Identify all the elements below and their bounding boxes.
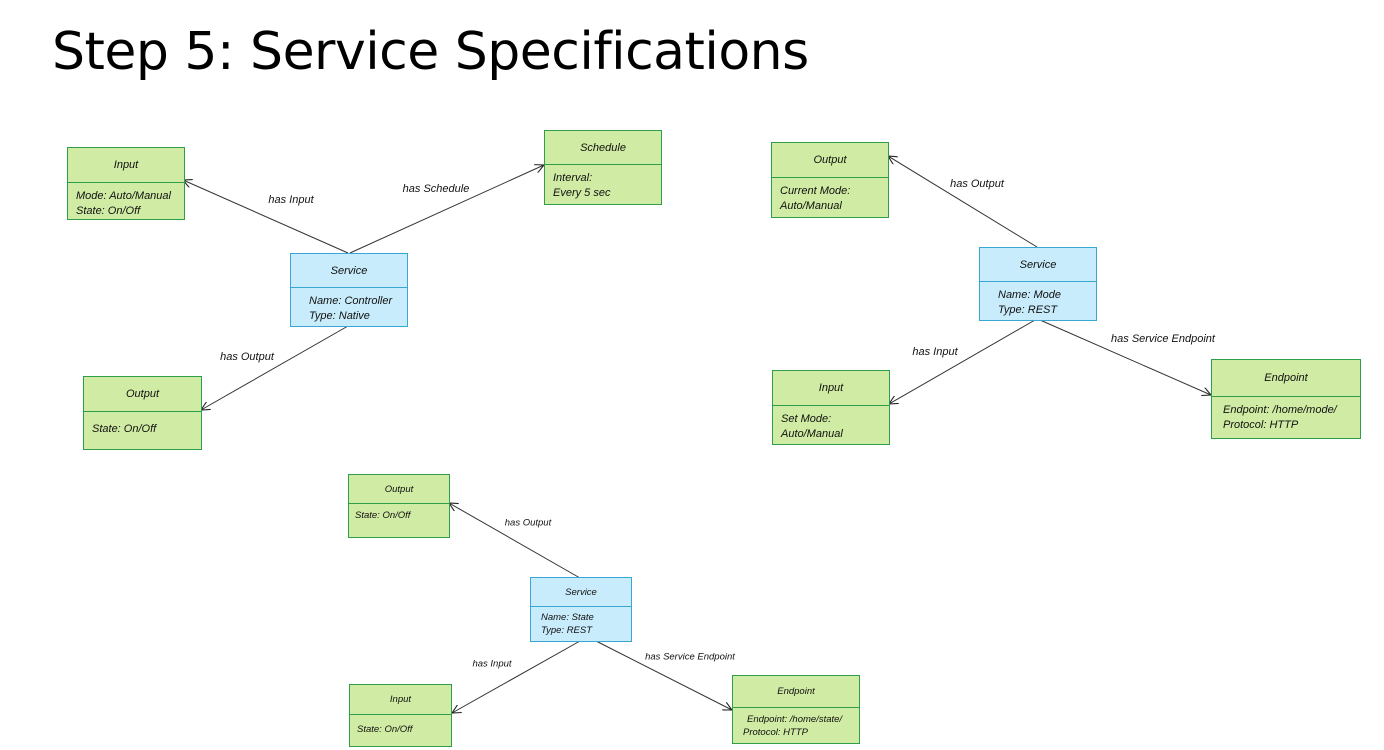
label-has-endpoint-2: has Service Endpoint: [1111, 333, 1215, 345]
edge-has-input-2: [889, 319, 1036, 404]
edge-has-output-2: [888, 156, 1038, 248]
attribute-line: State: On/Off: [357, 724, 413, 735]
box-attributes: Endpoint: /home/state/ Protocol: HTTP: [733, 708, 859, 744]
box-header: Input: [68, 148, 184, 183]
edge-has-input-3: [452, 640, 581, 713]
label-has-schedule-1: has Schedule: [402, 183, 470, 195]
label-has-endpoint-3: has Service Endpoint: [645, 651, 735, 663]
output-class-box: Output Current Mode: Auto/Manual: [771, 142, 889, 218]
attribute-line: Protocol: HTTP: [1223, 419, 1299, 431]
input-class-box: Input State: On/Off: [349, 684, 452, 747]
edge-has-input-1: [183, 180, 349, 254]
box-header: Output: [349, 475, 449, 504]
attribute-line: State: On/Off: [92, 423, 157, 435]
box-attributes: State: On/Off: [350, 715, 451, 744]
edge-has-schedule-1: [349, 165, 544, 254]
label-has-input-2: has Input: [912, 346, 958, 358]
input-class-box: Input Mode: Auto/Manual State: On/Off: [67, 147, 185, 220]
box-header: Service: [980, 248, 1096, 282]
output-class-box: Output State: On/Off: [348, 474, 450, 538]
box-attributes: Name: Mode Type: REST: [980, 282, 1096, 324]
attribute-line: Set Mode:: [781, 413, 832, 425]
box-attributes: Interval: Every 5 sec: [545, 165, 661, 207]
attribute-line: Every 5 sec: [553, 187, 611, 199]
attribute-line: Type: REST: [541, 625, 593, 636]
attribute-line: State: On/Off: [76, 205, 141, 217]
attribute-line: Current Mode:: [780, 185, 851, 197]
attribute-line: Auto/Manual: [780, 200, 842, 212]
box-header: Endpoint: [1212, 360, 1360, 397]
box-header: Input: [350, 685, 451, 715]
label-has-output-2: has Output: [950, 178, 1004, 190]
service-class-box: Service Name: State Type: REST: [530, 577, 632, 642]
box-header: Output: [84, 377, 201, 412]
attribute-line: Type: Native: [309, 310, 370, 322]
service-class-box: Service Name: Mode Type: REST: [979, 247, 1097, 321]
endpoint-class-box: Endpoint Endpoint: /home/mode/ Protocol:…: [1211, 359, 1361, 439]
page-title: Step 5: Service Specifications: [52, 22, 809, 82]
input-class-box: Input Set Mode: Auto/Manual: [772, 370, 890, 445]
box-attributes: Mode: Auto/Manual State: On/Off: [68, 183, 184, 225]
box-attributes: Set Mode: Auto/Manual: [773, 406, 889, 448]
label-has-input-1: has Input: [268, 194, 314, 206]
attribute-line: State: On/Off: [355, 510, 411, 521]
label-has-output-3: has Output: [504, 517, 552, 529]
attribute-line: Endpoint: /home/state/: [747, 714, 843, 725]
box-attributes: State: On/Off: [84, 412, 201, 443]
attribute-line: Protocol: HTTP: [743, 727, 808, 738]
box-header: Endpoint: [733, 676, 859, 708]
box-attributes: Endpoint: /home/mode/ Protocol: HTTP: [1212, 397, 1360, 439]
edge-has-output-1: [201, 325, 349, 410]
label-has-input-3: has Input: [472, 658, 512, 670]
box-header: Output: [772, 143, 888, 178]
box-attributes: Name: State Type: REST: [531, 607, 631, 641]
box-header: Input: [773, 371, 889, 406]
attribute-line: Endpoint: /home/mode/: [1223, 404, 1337, 416]
attribute-line: Name: Mode: [998, 289, 1061, 301]
attribute-line: Auto/Manual: [781, 428, 843, 440]
edge-has-output-3: [449, 503, 581, 579]
edge-has-endpoint-3: [595, 640, 732, 710]
edge-has-endpoint-2: [1039, 319, 1211, 395]
label-has-output-1: has Output: [220, 351, 274, 363]
attribute-line: Name: Controller: [309, 295, 393, 307]
schedule-class-box: Schedule Interval: Every 5 sec: [544, 130, 662, 205]
box-header: Service: [291, 254, 407, 288]
attribute-line: Type: REST: [998, 304, 1058, 316]
box-header: Schedule: [545, 131, 661, 165]
box-attributes: State: On/Off: [349, 504, 449, 527]
box-attributes: Name: Controller Type: Native: [291, 288, 407, 330]
box-header: Service: [531, 578, 631, 607]
attribute-line: Name: State: [541, 612, 594, 623]
attribute-line: Mode: Auto/Manual: [76, 190, 171, 202]
box-attributes: Current Mode: Auto/Manual: [772, 178, 888, 220]
service-class-box: Service Name: Controller Type: Native: [290, 253, 408, 327]
endpoint-class-box: Endpoint Endpoint: /home/state/ Protocol…: [732, 675, 860, 744]
attribute-line: Interval:: [553, 172, 593, 184]
output-class-box: Output State: On/Off: [83, 376, 202, 450]
